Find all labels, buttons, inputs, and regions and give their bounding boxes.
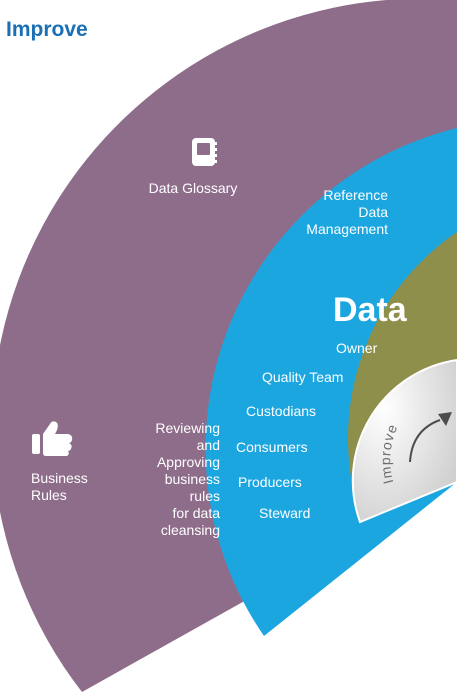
page-title: Improve [6, 18, 88, 41]
role-producers: Producers [238, 474, 302, 490]
role-owner: Owner [336, 340, 378, 356]
role-steward: Steward [259, 505, 311, 521]
role-custodians: Custodians [246, 403, 317, 419]
reference-data-management-label: Reference Data Management [306, 187, 388, 237]
thumbs-up-icon [32, 421, 73, 456]
data-heading: Data [333, 291, 407, 329]
role-consumers: Consumers [236, 439, 308, 455]
role-quality-team: Quality Team [262, 369, 344, 385]
reviewing-approving-label: Reviewing and Approving business rules f… [155, 420, 220, 538]
center-ring [351, 358, 457, 524]
notebook-icon [192, 138, 217, 166]
business-rules-label: Business Rules [31, 470, 88, 503]
data-glossary-label: Data Glossary [148, 180, 238, 196]
curved-arrow-icon [409, 412, 452, 463]
